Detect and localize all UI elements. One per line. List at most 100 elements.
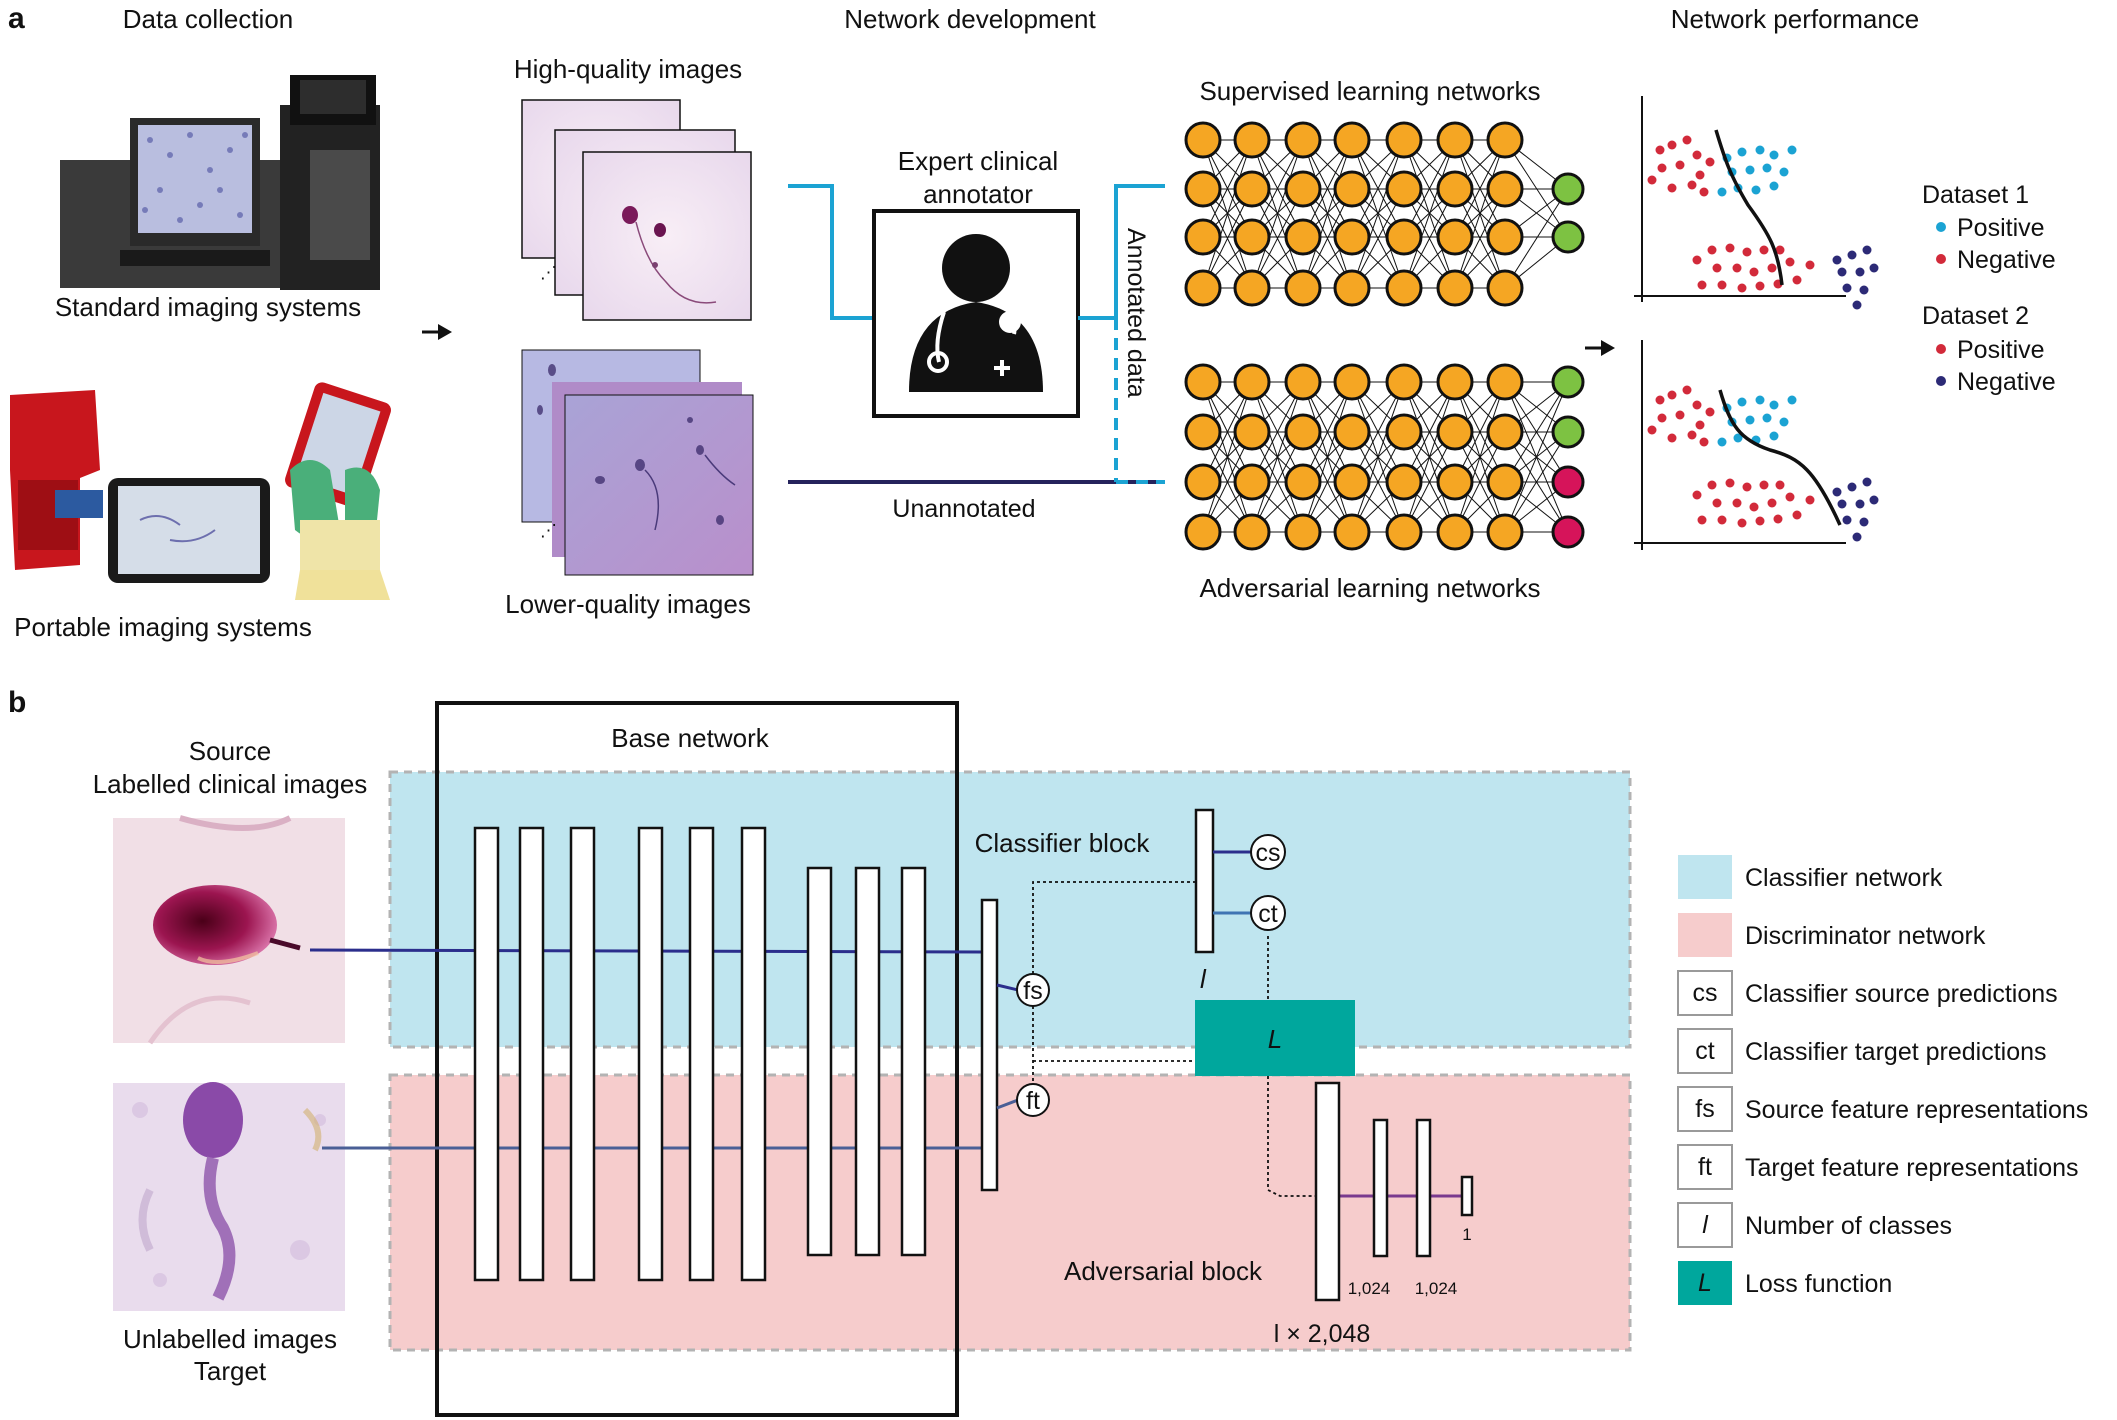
high-quality-image-stack: ⋰ <box>521 99 752 321</box>
scatter-dot <box>1755 145 1765 155</box>
stack-ellipsis-low: ⋰ <box>540 521 557 540</box>
base-layer-3 <box>569 826 596 1282</box>
scatter-dot <box>1692 150 1702 160</box>
portable-imaging-system-illustration <box>10 382 391 600</box>
scatter-dot <box>1792 275 1802 285</box>
scatter-dot <box>1767 498 1777 508</box>
fs-connector <box>996 983 1019 992</box>
scatter-dot <box>1832 255 1842 265</box>
annotator-label-line2: annotator <box>923 179 1033 209</box>
legend-label: Loss function <box>1745 1270 1892 1298</box>
net-output-node <box>1551 515 1585 549</box>
loss-function-box <box>1195 1000 1355 1076</box>
legend-d2-negative-dot <box>1936 376 1946 386</box>
scatter-dot <box>1655 145 1665 155</box>
scatter-dot <box>1667 390 1677 400</box>
scatter-dot <box>1657 163 1667 173</box>
scatter-dot <box>1742 482 1752 492</box>
discriminator-layer-2 <box>1372 1118 1389 1258</box>
scatter-dot <box>1762 163 1772 173</box>
loss-function-label: L <box>1268 1024 1282 1054</box>
scatter-dot <box>1692 255 1702 265</box>
net-node <box>1233 463 1271 501</box>
scatter-dot <box>1852 300 1862 310</box>
net-node <box>1436 463 1474 501</box>
scatter-dot <box>1682 385 1692 395</box>
legend-key: ft <box>1698 1153 1712 1181</box>
net-node <box>1486 413 1524 451</box>
scatter-dot <box>1692 400 1702 410</box>
base-network-layers <box>473 826 999 1282</box>
scatter-dot <box>1717 515 1727 525</box>
scatter-dot <box>1732 263 1742 273</box>
discriminator-output <box>1460 1175 1474 1217</box>
scatter-dot <box>1687 180 1697 190</box>
scatter-dot <box>1647 175 1657 185</box>
source-label-line1: Source <box>189 736 271 766</box>
legend-label: Classifier source predictions <box>1745 980 2058 1008</box>
legend-key: l <box>1702 1211 1709 1239</box>
performance-plot-dataset1 <box>1634 96 1879 310</box>
panel-b-label: b <box>8 686 26 719</box>
legend-label: Classifier target predictions <box>1745 1038 2047 1066</box>
net-node <box>1385 363 1423 401</box>
net-output-node <box>1551 172 1585 206</box>
unannotated-label: Unannotated <box>892 495 1035 523</box>
scatter-dot <box>1725 243 1735 253</box>
scatter-dot <box>1742 247 1752 257</box>
base-layer-8 <box>854 866 881 1257</box>
net-node <box>1436 413 1474 451</box>
net-node <box>1486 463 1524 501</box>
scatter-dot <box>1733 433 1743 443</box>
dim-label-1024-b: 1,024 <box>1415 1279 1458 1298</box>
scatter-dot <box>1759 245 1769 255</box>
adversarial-networks-label: Adversarial learning networks <box>1199 573 1540 603</box>
data-collection-title: Data collection <box>123 4 294 34</box>
legend-d2-positive-dot <box>1936 344 1946 354</box>
scatter-dot <box>1667 433 1677 443</box>
scatter-dot <box>1859 517 1869 527</box>
net-node <box>1333 463 1371 501</box>
net-node <box>1233 413 1271 451</box>
legend-swatch <box>1677 1144 1733 1190</box>
scatter-dot <box>1769 431 1779 441</box>
scatter-dot <box>1717 187 1727 197</box>
net-node <box>1184 121 1222 159</box>
net-node <box>1486 121 1524 159</box>
net-node <box>1284 463 1322 501</box>
net-node <box>1233 170 1271 208</box>
arrow-to-development <box>422 324 452 340</box>
legend-row: fs Source feature representations <box>1677 1086 2088 1132</box>
net-node <box>1436 218 1474 256</box>
ft-connector <box>996 1098 1019 1110</box>
source-label-line2: Labelled clinical images <box>93 769 368 799</box>
scatter-dot <box>1712 498 1722 508</box>
target-sperm-image <box>113 1082 345 1311</box>
source-sperm-image <box>113 815 345 1045</box>
legend-swatch <box>1677 1028 1733 1074</box>
scatter-dot <box>1779 417 1789 427</box>
legend-label: Discriminator network <box>1745 922 1986 950</box>
scatter-dot <box>1787 145 1797 155</box>
scatter-dot <box>1707 480 1717 490</box>
legend-key: cs <box>1693 979 1718 1007</box>
scatter-dot <box>1682 135 1692 145</box>
net-node <box>1333 413 1371 451</box>
net-node <box>1385 121 1423 159</box>
panel-b: b Source Labelled clinical images Unlabe… <box>8 686 2088 1417</box>
scatter-dot <box>1712 263 1722 273</box>
scatter-dot <box>1737 518 1747 528</box>
classifier-layer <box>1194 808 1215 954</box>
ft-node <box>1016 1083 1050 1117</box>
discriminator-layer-3 <box>1415 1118 1432 1258</box>
scatter-dot <box>1869 495 1879 505</box>
dim-label-1024-a: 1,024 <box>1348 1279 1391 1298</box>
legend-key: fs <box>1695 1095 1714 1123</box>
legend-label: Source feature representations <box>1745 1096 2088 1124</box>
net-node <box>1385 170 1423 208</box>
net-node <box>1385 218 1423 256</box>
scatter-dot <box>1769 150 1779 160</box>
panel-a: a Data collection Network development Ne… <box>8 2 2056 642</box>
net-node <box>1333 513 1371 551</box>
